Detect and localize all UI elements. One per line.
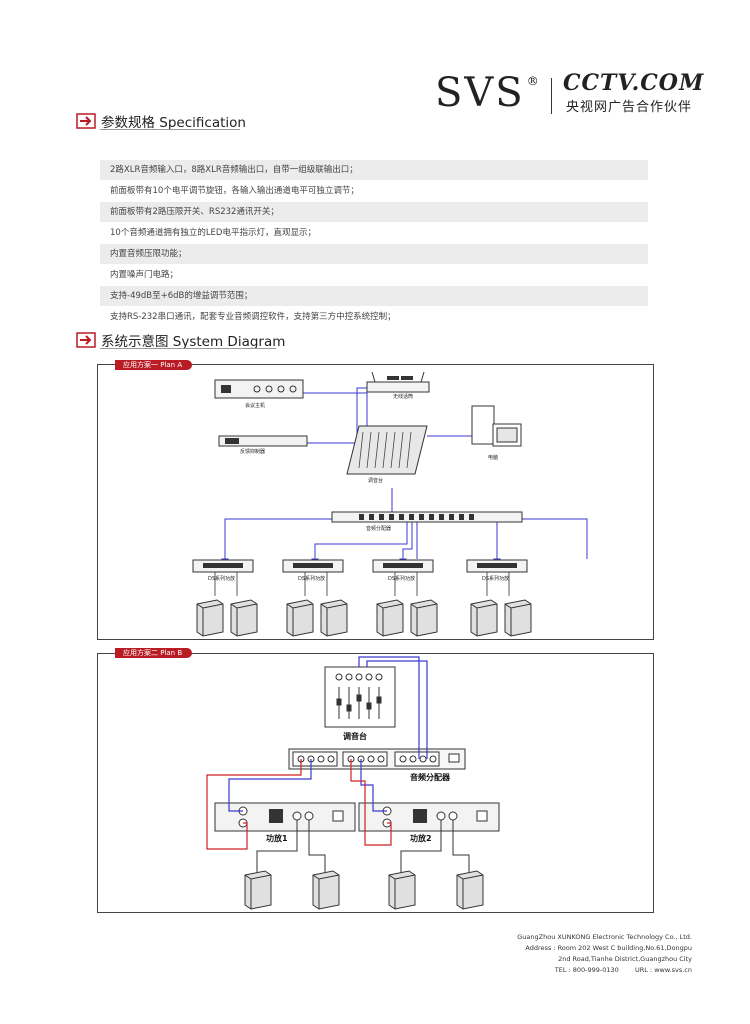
amplifier-device xyxy=(192,559,254,573)
amp-label: DS系列功放 xyxy=(388,576,416,582)
speaker-icon xyxy=(286,599,314,637)
speaker-icon xyxy=(504,599,532,637)
plan-b-amp1-label: 功放1 xyxy=(266,834,288,843)
amplifier-device xyxy=(282,559,344,573)
speaker-icon xyxy=(244,870,272,910)
spec-item: 内置噪声门电路； xyxy=(100,265,648,285)
spec-item: 2路XLR音频输入口，8路XLR音频输出口，自带一组级联输出口； xyxy=(100,160,648,180)
registered-mark: ® xyxy=(526,74,541,88)
cctv-logo: CCTV.COM xyxy=(563,70,704,96)
speaker-icon xyxy=(376,599,404,637)
spec-heading: 参数规格 Specification xyxy=(101,115,246,131)
spec-item: 支持RS-232串口通讯，配套专业音频调控软件，支持第三方中控系统控制； xyxy=(100,307,648,327)
speaker-icon xyxy=(196,599,224,637)
feedback-suppressor-device xyxy=(218,435,308,447)
arrow-icon xyxy=(76,113,96,129)
audio-distributor-device xyxy=(288,748,466,770)
mixer-label: 调音台 xyxy=(368,478,384,484)
plan-b-amp2-label: 功放2 xyxy=(410,834,432,843)
wireless-mic-label: 无线话筒 xyxy=(393,394,414,400)
footer-contact: TEL : 800-999-0130 URL : www.svs.cn xyxy=(555,966,692,974)
spec-item: 支持-49dB至+6dB的增益调节范围； xyxy=(100,286,648,306)
amp-label: DS系列功放 xyxy=(298,576,326,582)
plan-a-diagram xyxy=(192,371,588,637)
plan-b-diagram xyxy=(206,656,500,910)
mixer-device xyxy=(346,425,428,475)
svs-logo: SVS® xyxy=(435,70,541,116)
audio-distributor-device xyxy=(331,511,523,523)
speaker-icon xyxy=(320,599,348,637)
plan-b-mixer-label: 调音台 xyxy=(343,732,367,741)
amp-label: DS系列功放 xyxy=(482,576,510,582)
cctv-logo-text: CCTV.COM xyxy=(563,70,705,96)
footer-url: URL : www.svs.cn xyxy=(634,966,692,974)
spec-item: 10个音频通道拥有独立的LED电平指示灯，直观显示； xyxy=(100,223,648,243)
plan-b-distributor-label: 音频分配器 xyxy=(410,773,450,782)
spec-item: 前面板带有2路压限开关、RS232通讯开关； xyxy=(100,202,648,222)
speaker-icon xyxy=(470,599,498,637)
footer-tel: TEL : 800-999-0130 xyxy=(554,966,619,974)
plan-a-frame xyxy=(97,364,654,640)
mixer-device xyxy=(324,666,396,728)
arrow-icon xyxy=(76,332,96,348)
cctv-subtitle: 央视网广告合作伙伴 xyxy=(566,100,693,115)
diagram-heading: 系统示意图 System Diagram xyxy=(101,334,286,350)
plan-b-tag: 应用方案二 Plan B xyxy=(115,648,193,658)
footer-address-2: 2nd Road,Tianhe District,Guangzhou City xyxy=(558,955,692,963)
plan-a-tag: 应用方案一 Plan A xyxy=(115,360,193,370)
amplifier-device xyxy=(214,802,356,832)
speaker-icon xyxy=(230,599,258,637)
footer-address-1: Address : Room 202 West C building,No.61… xyxy=(525,944,692,952)
conference-host-device xyxy=(214,379,304,399)
footer-company: GuangZhou XUNKONG Electronic Technology … xyxy=(517,933,692,941)
amplifier-device xyxy=(358,802,500,832)
spec-heading-underline xyxy=(100,129,240,130)
conference-host-label: 会议主机 xyxy=(245,403,266,409)
computer-device xyxy=(471,405,522,447)
amplifier-device xyxy=(466,559,528,573)
diagram-heading-underline xyxy=(100,348,276,349)
spec-item: 前面板带有10个电平调节旋钮，各输入输出通道电平可独立调节； xyxy=(100,181,648,201)
wireless-mic-device xyxy=(366,371,430,393)
amp-label: DS系列功放 xyxy=(208,576,236,582)
spec-item: 内置音频压限功能； xyxy=(100,244,648,264)
speaker-icon xyxy=(410,599,438,637)
plan-b-frame xyxy=(97,653,654,913)
distributor-label: 音频分配器 xyxy=(366,526,392,532)
computer-label: 电脑 xyxy=(488,455,499,461)
amplifier-device xyxy=(372,559,434,573)
speaker-icon xyxy=(456,870,484,910)
speaker-icon xyxy=(312,870,340,910)
speaker-icon xyxy=(388,870,416,910)
brand-name: SVS xyxy=(435,70,525,116)
logo-divider xyxy=(551,78,552,114)
feedback-suppressor-label: 反馈抑制器 xyxy=(240,449,266,455)
